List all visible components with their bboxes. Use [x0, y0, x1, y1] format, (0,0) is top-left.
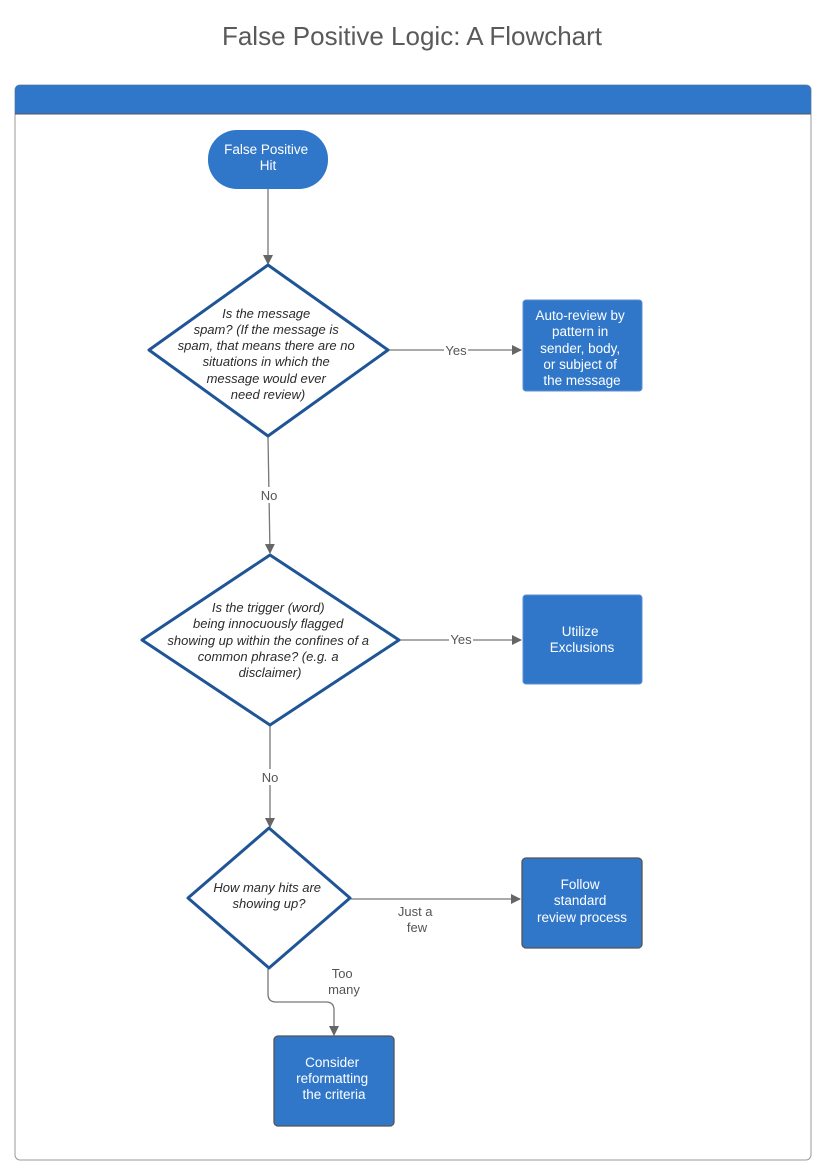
edge-label-trigger-yes: Yes — [450, 632, 472, 647]
decision-trigger-label: Is the trigger (word) being innocuously … — [167, 600, 372, 680]
exclusions-label: Utilize Exclusions — [550, 624, 615, 655]
swimlane-container — [14, 84, 812, 1161]
standard-review-label: Follow standard review process — [537, 877, 627, 925]
decision-trigger[interactable] — [140, 553, 401, 727]
edge-label-spam-yes: Yes — [445, 343, 467, 358]
edge-label-spam-no: No — [261, 488, 278, 503]
edge-label-hits-few: Just a few — [398, 904, 436, 935]
edge-label-hits-many: Too many — [328, 966, 360, 997]
swimlane-header — [15, 85, 811, 114]
reformat-label: Consider reformatting the criteria — [296, 1055, 372, 1102]
decision-hits-label: How many hits are showing up? — [213, 880, 324, 911]
reformat-node[interactable] — [273, 1035, 395, 1127]
edge-hits-many — [267, 969, 339, 1036]
exclusions-node[interactable] — [522, 594, 643, 685]
page-title: False Positive Logic: A Flowchart — [222, 21, 603, 51]
standard-review-node[interactable] — [521, 857, 643, 949]
auto-review-node[interactable] — [522, 299, 643, 392]
start-node-label: False Positive Hit — [224, 142, 312, 173]
auto-review-label: Auto-review by pattern in sender, body, … — [535, 308, 628, 388]
decision-spam-label: Is the message spam? (If the message is … — [178, 306, 359, 402]
edge-label-trigger-no: No — [262, 770, 279, 785]
decision-hits[interactable] — [186, 826, 352, 970]
start-node[interactable] — [208, 130, 328, 189]
decision-spam[interactable] — [147, 263, 390, 438]
